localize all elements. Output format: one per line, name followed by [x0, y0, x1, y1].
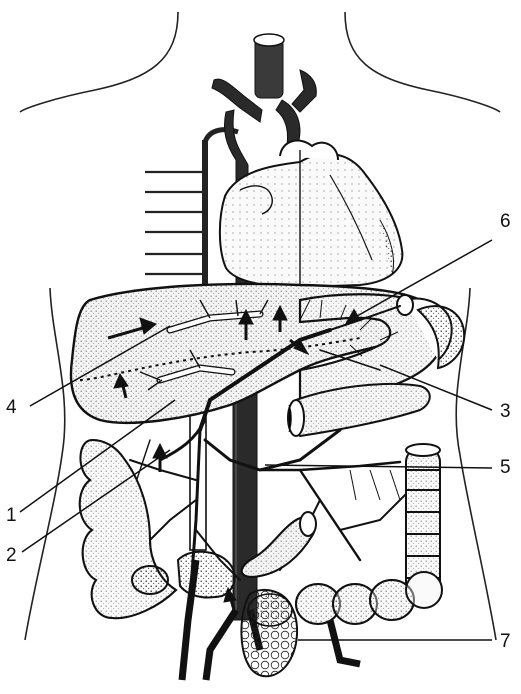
sigmoid-colon [296, 572, 442, 624]
label-7: 7 [500, 632, 511, 651]
label-1: 1 [6, 506, 17, 525]
label-3: 3 [500, 402, 511, 421]
label-4: 4 [6, 398, 17, 417]
label-6: 6 [500, 212, 511, 231]
label-2: 2 [6, 546, 17, 565]
label-5: 5 [500, 458, 511, 477]
rectal-plexus [241, 590, 297, 676]
intercostal-veins [145, 172, 205, 274]
